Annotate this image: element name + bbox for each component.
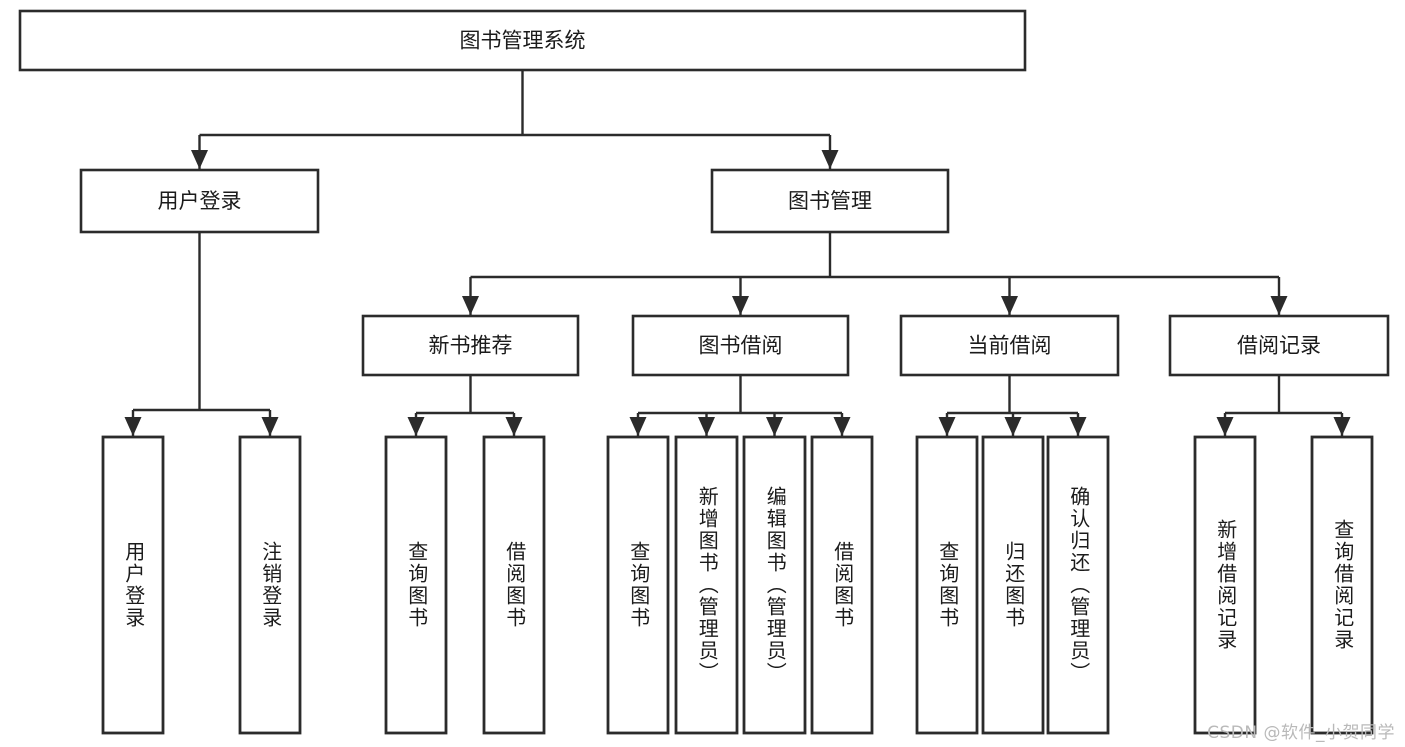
node-book-manage[interactable] — [710, 168, 950, 234]
arrow-head-icon — [462, 296, 479, 315]
arrow-head-icon — [1333, 417, 1351, 436]
node-user-login[interactable] — [79, 168, 320, 234]
node-leaf-edit-book[interactable] — [742, 435, 807, 735]
arrow-head-icon — [732, 296, 749, 315]
arrow-head-icon — [698, 417, 715, 436]
arrow-head-icon — [407, 417, 425, 436]
edges-layer — [124, 70, 1351, 436]
node-label: 图书借阅 — [699, 334, 783, 358]
node-leaf-user-login[interactable] — [101, 435, 165, 735]
node-label: 图书管理 — [788, 189, 872, 213]
node-leaf-query-record[interactable] — [1310, 435, 1374, 735]
node-leaf-confirm-return[interactable] — [1046, 435, 1110, 735]
node-label: 借阅记录 — [1237, 334, 1321, 358]
node-label: 用户登录 — [158, 189, 242, 213]
arrow-head-icon — [938, 417, 956, 436]
arrow-head-icon — [766, 417, 783, 436]
arrow-head-icon — [191, 150, 208, 169]
node-leaf-borrow-book-1[interactable] — [482, 435, 546, 735]
node-leaf-return-book[interactable] — [981, 435, 1045, 735]
node-book-borrow[interactable] — [631, 314, 850, 377]
node-leaf-user-logout[interactable] — [238, 435, 302, 735]
node-leaf-borrow-book-2[interactable] — [810, 435, 874, 735]
arrow-head-icon — [821, 150, 839, 169]
node-root[interactable] — [18, 9, 1027, 72]
arrow-head-icon — [1069, 417, 1087, 436]
arrow-head-icon — [1001, 296, 1018, 315]
node-leaf-add-book[interactable] — [674, 435, 739, 735]
node-leaf-query-book-2[interactable] — [606, 435, 670, 735]
arrow-head-icon — [629, 417, 647, 436]
node-leaf-query-book-1[interactable] — [384, 435, 448, 735]
node-label: 当前借阅 — [968, 334, 1052, 358]
arrow-head-icon — [261, 417, 279, 436]
arrow-head-icon — [505, 417, 523, 436]
node-label: 新书推荐 — [429, 334, 513, 358]
node-leaf-add-record[interactable] — [1193, 435, 1257, 735]
node-borrow-record[interactable] — [1168, 314, 1390, 377]
node-current-borrow[interactable] — [899, 314, 1120, 377]
node-leaf-query-book-3[interactable] — [915, 435, 979, 735]
arrow-head-icon — [1216, 417, 1234, 436]
arrow-head-icon — [833, 417, 851, 436]
watermark-text: CSDN @软件_小贺同学 — [1207, 723, 1395, 743]
arrow-head-icon — [1004, 417, 1022, 436]
node-label: 图书管理系统 — [460, 29, 586, 53]
node-new-book-recommend[interactable] — [361, 314, 580, 377]
arrow-head-icon — [1270, 296, 1288, 315]
arrow-head-icon — [124, 417, 142, 436]
